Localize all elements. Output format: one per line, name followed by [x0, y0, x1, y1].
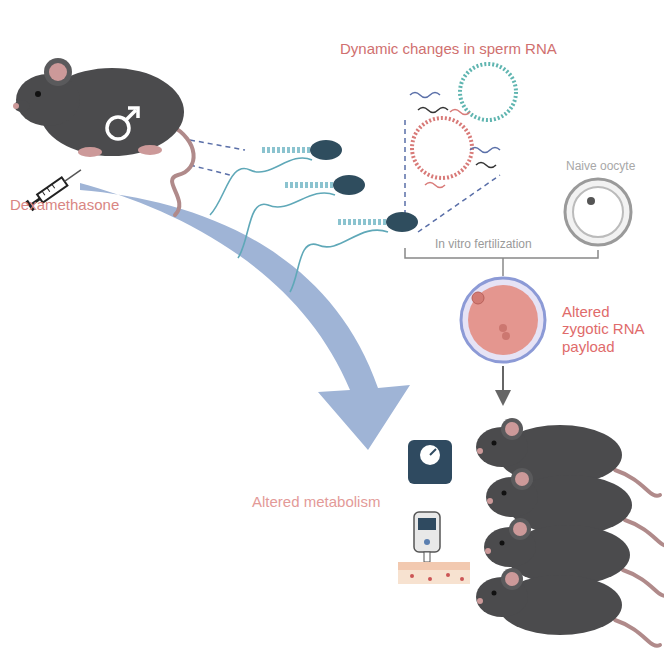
label: Altered metabolism — [252, 493, 380, 510]
dashed-line — [418, 175, 500, 232]
mouse-part — [492, 441, 497, 446]
mouse-part — [477, 598, 483, 604]
mouse-part — [511, 468, 533, 490]
mouse-part — [505, 572, 519, 586]
mouse-part — [501, 568, 523, 590]
tissue — [398, 562, 470, 584]
oocyte — [565, 179, 631, 245]
zygote — [461, 278, 545, 362]
mice — [476, 418, 664, 646]
sperm — [210, 150, 388, 292]
label: Altered zygotic RNA payload — [562, 303, 660, 355]
mouse-part — [477, 448, 483, 454]
mouse-part — [513, 522, 527, 536]
mouse-part — [615, 620, 660, 646]
mouse-part — [505, 422, 519, 436]
mouse-part — [487, 498, 493, 504]
dashed-line — [190, 165, 230, 175]
mouse — [13, 58, 194, 215]
mouse-part — [500, 541, 505, 546]
curved-arrow — [80, 183, 410, 450]
rna — [410, 64, 516, 188]
label: Dynamic changes in sperm RNA — [340, 40, 557, 57]
mouse-part — [492, 591, 497, 596]
label: In vitro fertilization — [432, 238, 535, 252]
scale-icon — [408, 440, 452, 484]
label: Dexamethasone — [10, 196, 119, 213]
arrow — [502, 366, 504, 402]
mouse-part — [623, 570, 664, 596]
mouse-part — [625, 520, 664, 546]
bracket — [502, 258, 504, 276]
label: Naive oocyte — [566, 160, 635, 174]
mouse-part — [509, 518, 531, 540]
glucometer — [414, 512, 440, 562]
mouse-part — [485, 548, 491, 554]
mouse-part — [502, 491, 507, 496]
mouse-part — [501, 418, 523, 440]
mouse-part — [515, 472, 529, 486]
dashed-line — [190, 140, 245, 150]
sperm-head — [310, 140, 418, 232]
